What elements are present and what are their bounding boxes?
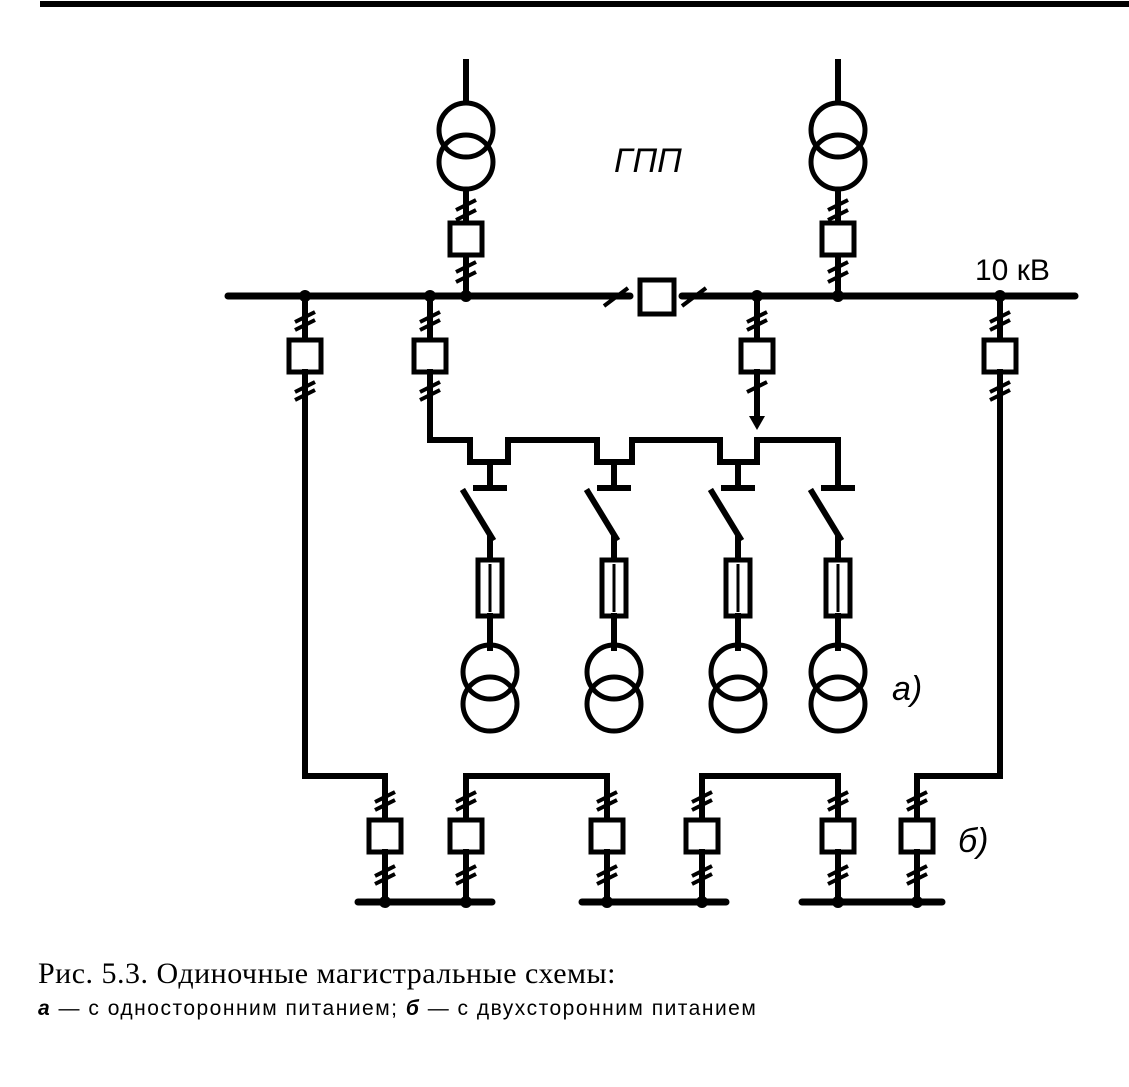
tap-substation-2 [583, 459, 644, 734]
caption-b-text: — с двухсторонним питанием [420, 997, 758, 1020]
variant-a-label: а) [892, 670, 922, 708]
variant-b-label: б) [958, 822, 988, 860]
feeder-breaker-3 [738, 293, 776, 430]
lower-breakers [366, 790, 936, 903]
tap-substation-4 [807, 467, 868, 734]
gpp-label: ГПП [614, 142, 682, 180]
trunk-line-a [427, 437, 841, 473]
tap-substation-1 [459, 459, 520, 734]
substation-buses [354, 896, 946, 908]
caption-legend: а — с односторонним питанием; б — с двух… [38, 993, 1118, 1025]
figure-caption: Рис. 5.3. Одиночные магистральные схемы:… [38, 955, 1118, 1025]
tap-substation-3 [707, 459, 768, 734]
scheme-diagram: ГПП 10 кВ а) б) [40, 1, 1129, 908]
caption-title: Рис. 5.3. Одиночные магистральные схемы: [38, 957, 617, 990]
feeder-breaker-4 [981, 293, 1019, 413]
caption-a-text: — с односторонним питанием; [51, 997, 406, 1020]
voltage-label: 10 кВ [975, 254, 1050, 287]
caption-b-letter: б [405, 997, 421, 1020]
feeder-breaker-2 [411, 293, 449, 443]
feeder-breaker-1 [286, 293, 324, 413]
supply-transformer-left [436, 59, 496, 298]
supply-transformer-right [808, 59, 868, 298]
trunk-line-b [302, 407, 1003, 823]
main-bus-10kv [224, 277, 1079, 317]
caption-a-letter: а [38, 997, 52, 1020]
